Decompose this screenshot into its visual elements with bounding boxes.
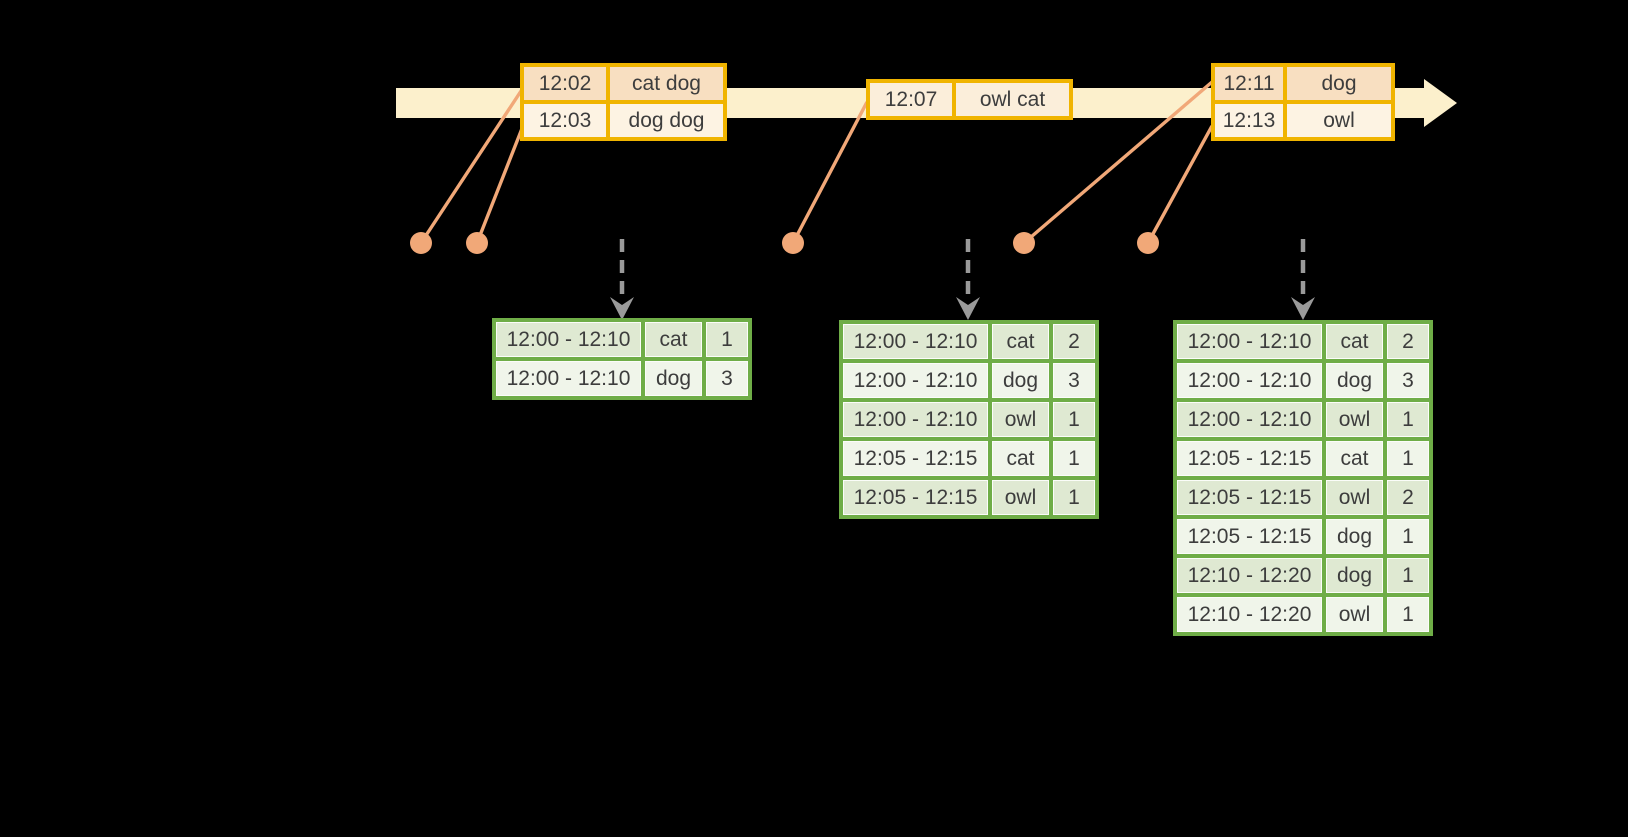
event-words: owl [1287, 104, 1391, 137]
word: cat [992, 441, 1049, 476]
event-time: 12:11 [1215, 67, 1283, 100]
event-dot-icon [1137, 232, 1159, 254]
word: cat [992, 324, 1049, 359]
window-range: 12:00 - 12:10 [1177, 363, 1322, 398]
count: 3 [1387, 363, 1429, 398]
word: cat [1326, 441, 1383, 476]
window-range: 12:10 - 12:20 [1177, 558, 1322, 593]
word: cat [645, 322, 702, 357]
word: dog [1326, 519, 1383, 554]
event-words: cat dog [610, 67, 723, 100]
count: 1 [1387, 441, 1429, 476]
trigger-arrowhead-icon [1291, 297, 1315, 320]
count: 1 [1053, 441, 1095, 476]
window-range: 12:00 - 12:10 [496, 361, 641, 396]
window-range: 12:00 - 12:10 [496, 322, 641, 357]
word: dog [645, 361, 702, 396]
event-time: 12:13 [1215, 104, 1283, 137]
window-range: 12:00 - 12:10 [843, 363, 988, 398]
count: 1 [1387, 597, 1429, 632]
window-range: 12:00 - 12:10 [1177, 402, 1322, 437]
window-range: 12:05 - 12:15 [843, 480, 988, 515]
connector-line [1146, 125, 1214, 244]
window-range: 12:05 - 12:15 [1177, 519, 1322, 554]
word: owl [992, 480, 1049, 515]
count: 1 [1387, 402, 1429, 437]
word: dog [1326, 558, 1383, 593]
count: 2 [1387, 480, 1429, 515]
connector-line [475, 125, 525, 244]
count: 1 [1387, 519, 1429, 554]
count: 1 [1387, 558, 1429, 593]
word: owl [1326, 597, 1383, 632]
count: 3 [1053, 363, 1095, 398]
event-time: 12:03 [524, 104, 606, 137]
trigger-arrowhead-icon [610, 297, 634, 320]
connector-line [791, 101, 869, 244]
count: 2 [1387, 324, 1429, 359]
event-words: dog dog [610, 104, 723, 137]
word: cat [1326, 324, 1383, 359]
event-words: owl cat [956, 83, 1069, 116]
timeline-arrowhead-icon [1424, 79, 1457, 127]
window-range: 12:00 - 12:10 [1177, 324, 1322, 359]
word: owl [992, 402, 1049, 437]
window-range: 12:05 - 12:15 [1177, 441, 1322, 476]
window-range: 12:10 - 12:20 [1177, 597, 1322, 632]
window-range: 12:05 - 12:15 [843, 441, 988, 476]
count: 2 [1053, 324, 1095, 359]
event-dot-icon [410, 232, 432, 254]
event-time: 12:07 [870, 83, 952, 116]
word: dog [1326, 363, 1383, 398]
word: owl [1326, 402, 1383, 437]
event-dot-icon [1013, 232, 1035, 254]
window-range: 12:00 - 12:10 [843, 324, 988, 359]
count: 1 [706, 322, 748, 357]
window-range: 12:05 - 12:15 [1177, 480, 1322, 515]
word: dog [992, 363, 1049, 398]
trigger-arrowhead-icon [956, 297, 980, 320]
count: 3 [706, 361, 748, 396]
window-range: 12:00 - 12:10 [843, 402, 988, 437]
event-time: 12:02 [524, 67, 606, 100]
event-dot-icon [782, 232, 804, 254]
count: 1 [1053, 402, 1095, 437]
count: 1 [1053, 480, 1095, 515]
event-dot-icon [466, 232, 488, 254]
event-words: dog [1287, 67, 1391, 100]
word: owl [1326, 480, 1383, 515]
